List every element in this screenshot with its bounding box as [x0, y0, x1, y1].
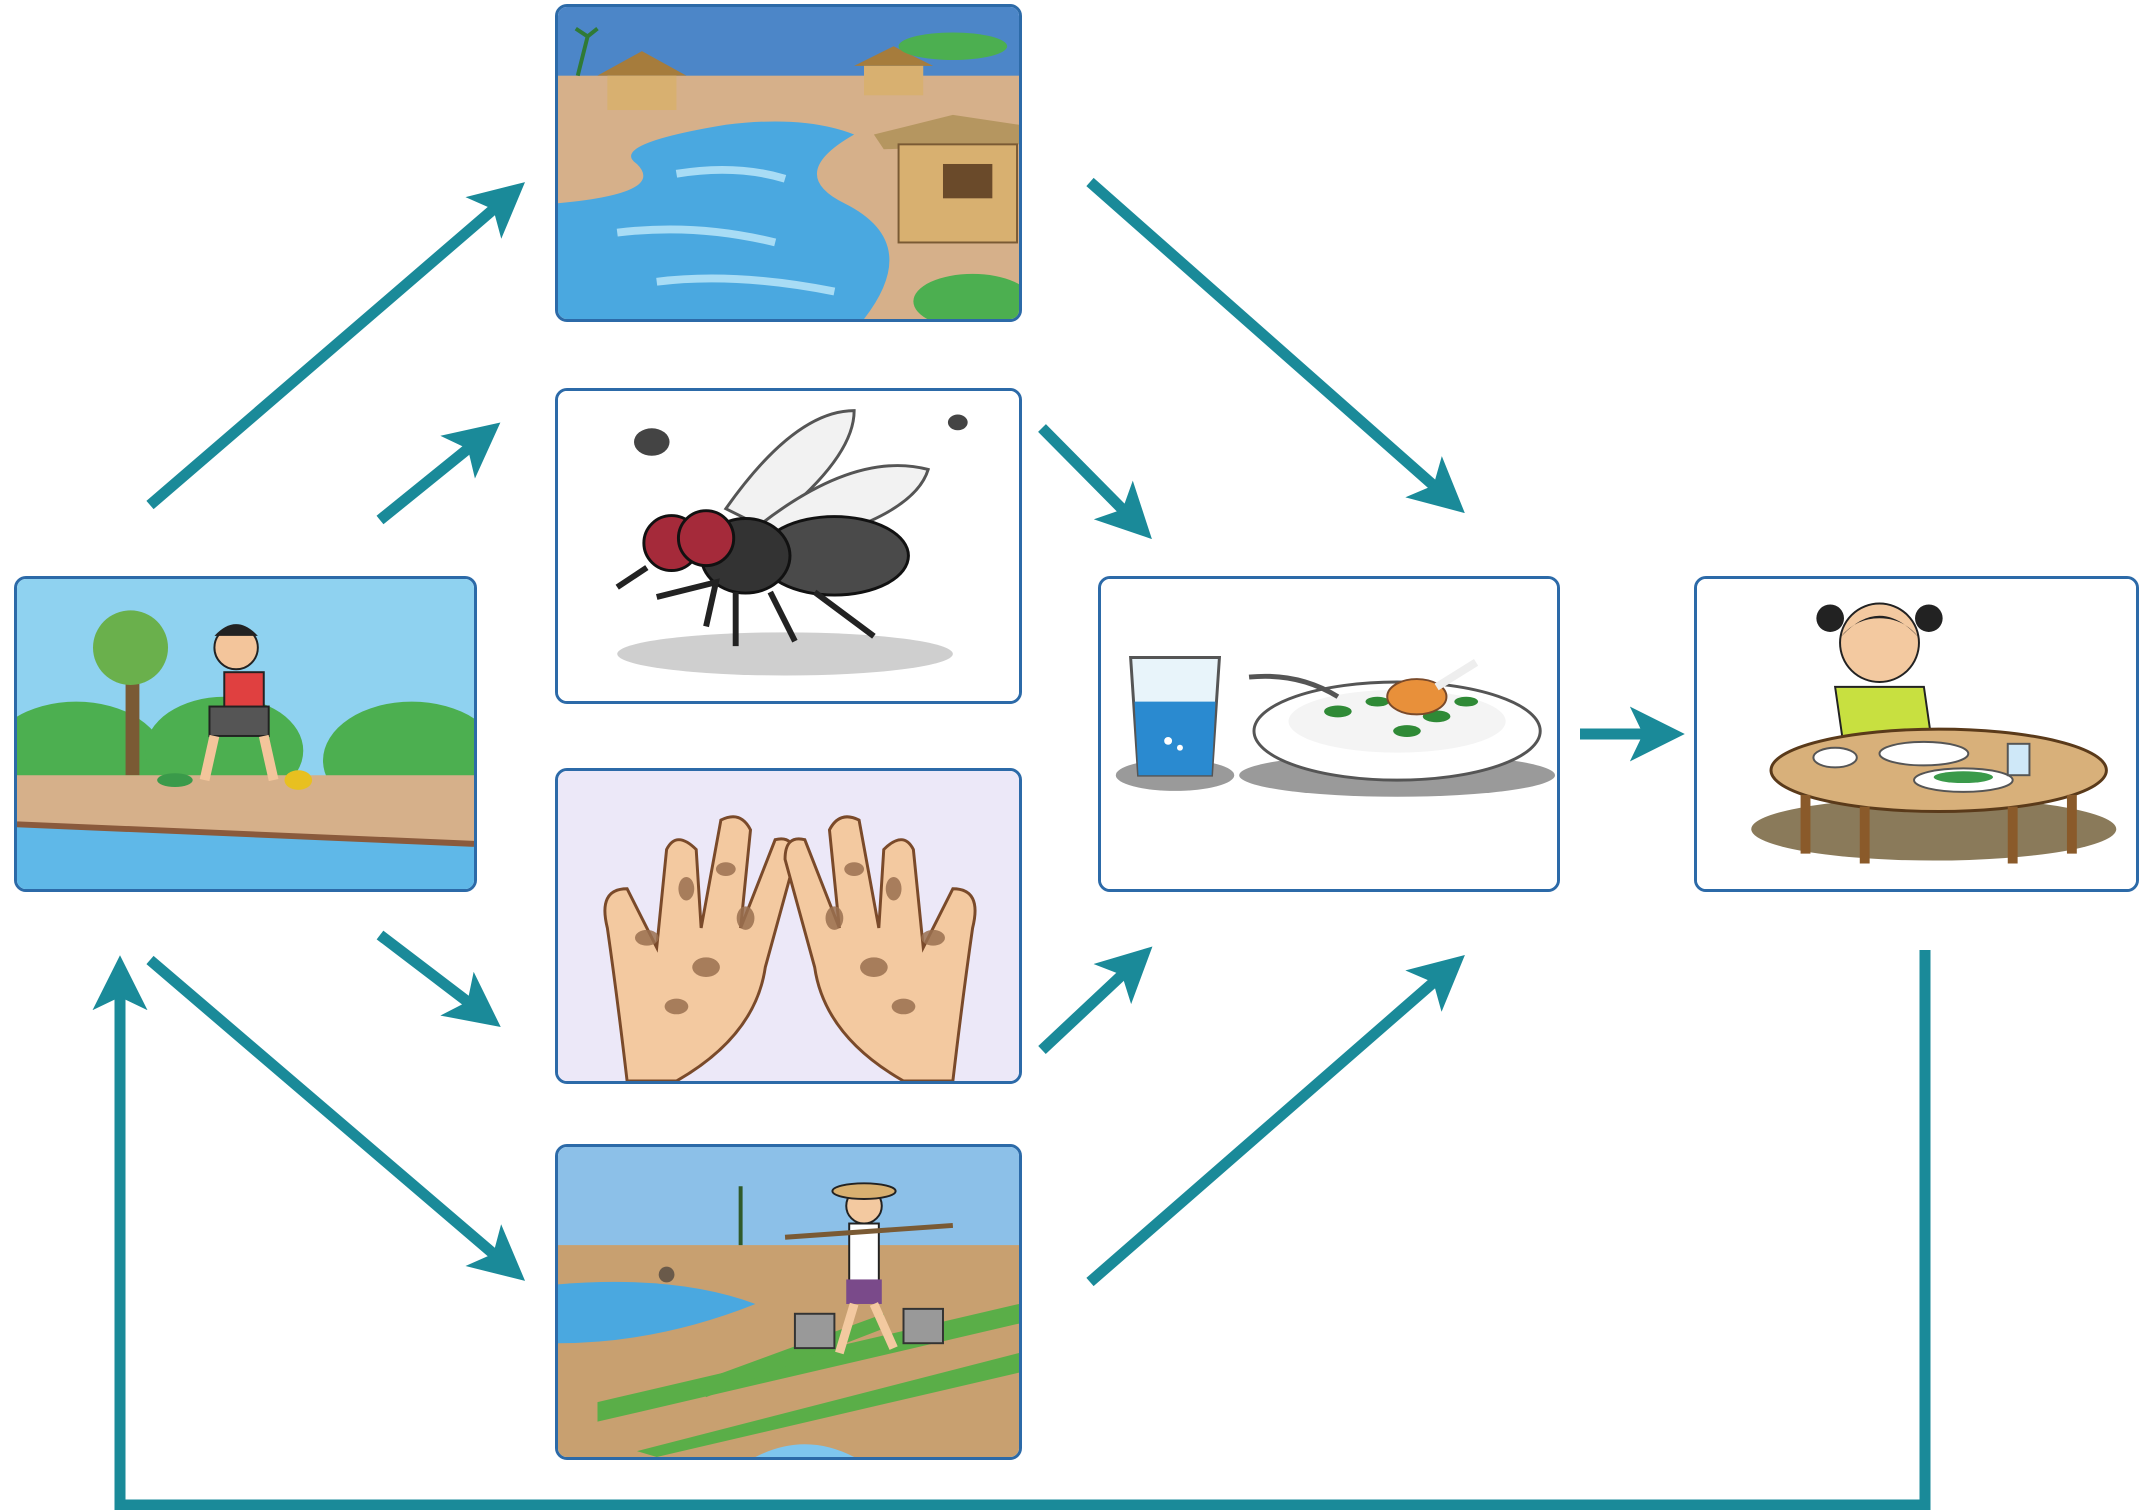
arrow-eating-to-defecation [92, 950, 1931, 1510]
food-and-water-icon [1101, 579, 1557, 889]
arrow-hands-to-food [1038, 946, 1153, 1055]
arrow-defecation-to-field [146, 955, 526, 1281]
house-fly-icon [558, 391, 1019, 701]
panel-food-and-water [1098, 576, 1560, 892]
arrow-defecation-to-hands [376, 930, 501, 1027]
person-defecating-icon [17, 579, 474, 889]
panel-open-defecation [14, 576, 477, 892]
river-village-icon [558, 7, 1019, 319]
dirty-hands-icon [558, 771, 1019, 1081]
arrow-water-to-food [1086, 177, 1465, 514]
arrow-field-to-food [1086, 954, 1465, 1287]
panel-farm-field [555, 1144, 1022, 1460]
panel-dirty-hands [555, 768, 1022, 1084]
farmer-watering-crops-icon [558, 1147, 1019, 1457]
panel-person-eating [1694, 576, 2139, 892]
arrow-defecation-to-flies [376, 422, 501, 525]
arrow-flies-to-food [1038, 424, 1152, 540]
arrow-defecation-to-water [146, 182, 526, 510]
girl-eating-icon [1697, 579, 2136, 889]
panel-water-source [555, 4, 1022, 322]
panel-flies [555, 388, 1022, 704]
